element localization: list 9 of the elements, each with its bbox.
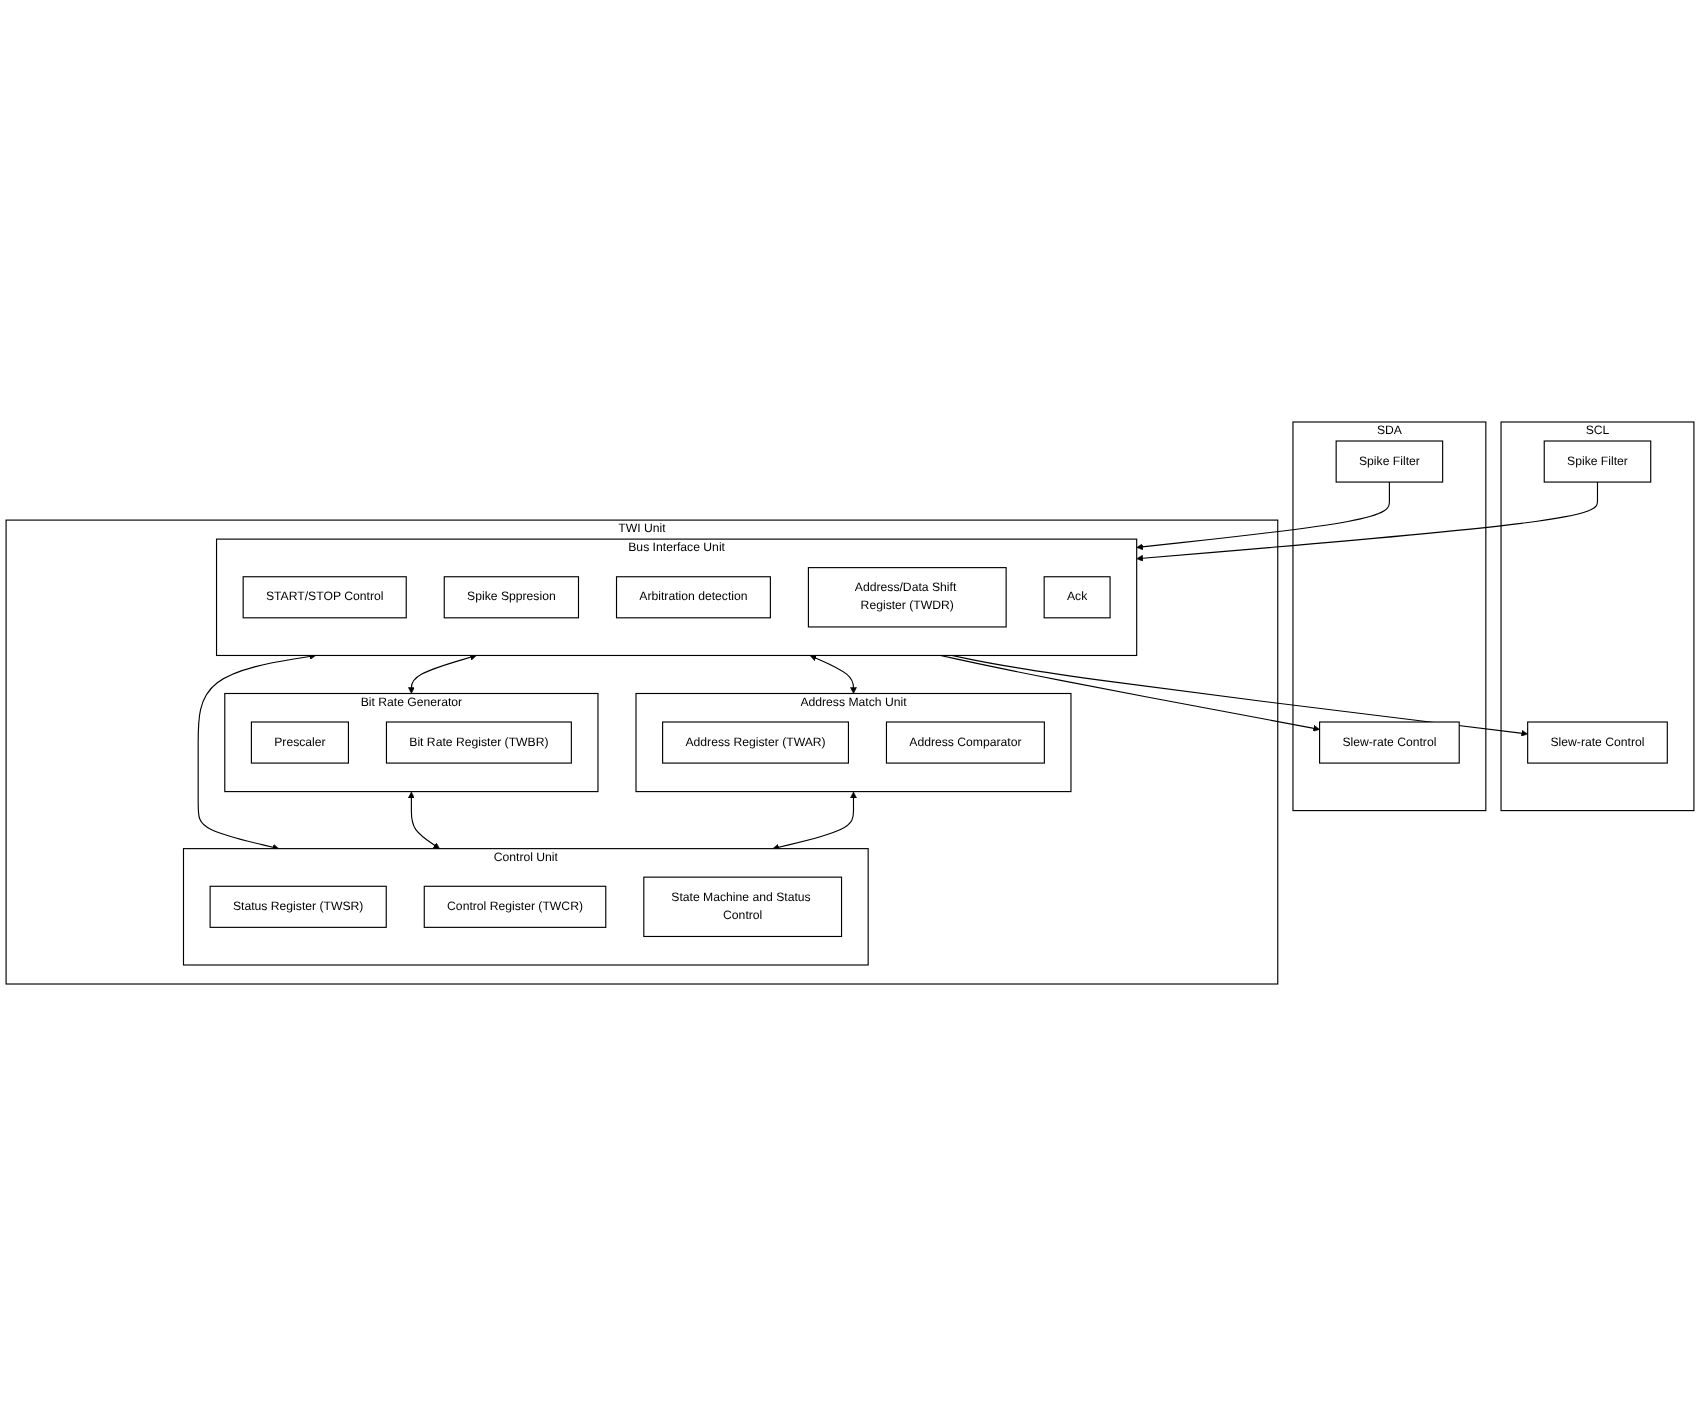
arrow — [408, 654, 477, 694]
arrow — [1136, 481, 1390, 551]
arrow — [1136, 481, 1599, 562]
arrow — [951, 654, 1528, 737]
arrow — [809, 654, 857, 694]
arrow — [939, 654, 1320, 732]
arrow — [197, 653, 316, 851]
arrow — [408, 791, 440, 849]
arrow — [772, 791, 857, 851]
